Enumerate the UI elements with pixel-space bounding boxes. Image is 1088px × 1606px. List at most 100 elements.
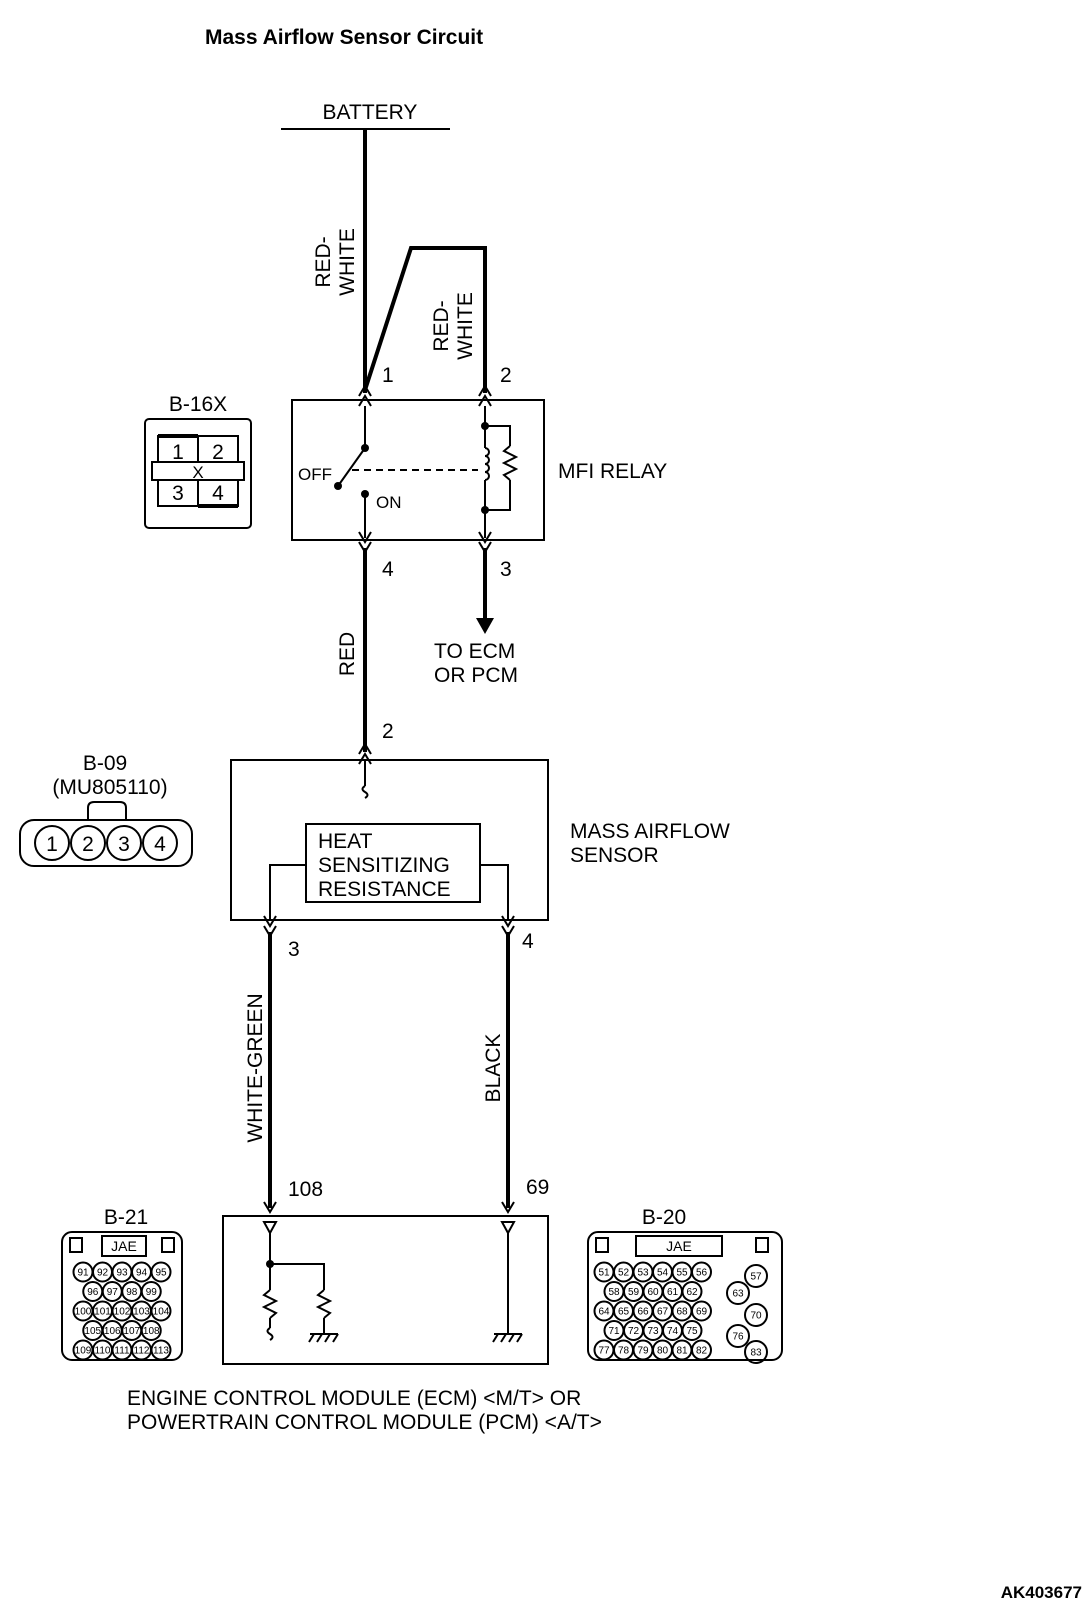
b20-pin-70: 70 [750,1311,762,1322]
resistance-label-2: SENSITIZING [318,854,450,877]
maf-label-1: MASS AIRFLOW [570,820,730,843]
b21-pin-113-circle [150,1339,172,1361]
b20-pin-63: 63 [732,1289,744,1300]
b20-pin-63-circle [726,1281,750,1305]
b20-pin-64: 64 [598,1307,610,1318]
wire-label-red-white-2b: WHITE [454,292,477,360]
wire-label-red-white-1b: WHITE [336,228,359,296]
b20-pin-76: 76 [732,1332,744,1343]
b16x-center-bar [151,461,245,481]
b20-pin-65: 65 [618,1307,630,1318]
wire-label-red: RED [336,632,359,676]
resistance-label-1: HEAT [318,830,373,853]
b20-pin-74: 74 [667,1326,679,1337]
relay-pivot [334,482,342,490]
b20-pin-83-circle [744,1340,768,1364]
diagram-title: Mass Airflow Sensor Circuit [205,26,483,49]
relay-coil [484,447,490,481]
b21-pin-104-circle [150,1300,172,1322]
to-ecm-arrow [476,618,494,634]
ground-symbol-left [308,1333,339,1343]
b20-pin-62-circle [681,1281,703,1302]
b20-pin-69: 69 [696,1307,708,1318]
b20-pin-82: 82 [696,1346,708,1357]
b21-pin-98: 98 [126,1287,138,1298]
b21-pin-91: 91 [77,1268,89,1279]
b21-pin-97: 97 [107,1287,119,1298]
b21-pin-100: 100 [75,1307,92,1318]
b21-pin-113: 113 [153,1346,169,1357]
wire-label-red-white-1a: RED- [312,236,335,287]
ecm-left-input-marker [262,1221,278,1236]
ecm-pin-69: 69 [526,1176,549,1199]
ecm-pin69-terminal [501,1201,515,1214]
b21-pin-102: 102 [114,1307,131,1318]
b21-pin-112: 112 [134,1346,150,1357]
b20-pin-75: 75 [686,1326,698,1337]
b21-pin-101: 101 [94,1307,111,1318]
wire-label-red-white-2a: RED- [430,300,453,351]
b20-pin-76-circle [726,1324,750,1348]
b21-pin-95-circle [150,1261,172,1283]
relay-off-label: OFF [298,465,332,484]
ecm-right-input-marker [500,1221,516,1236]
b09-pin-1: 1 [46,833,58,856]
b20-pin-52: 52 [618,1268,630,1279]
b09-part-number: (MU805110) [52,776,167,799]
b21-pin-99: 99 [146,1287,158,1298]
ecm-branch-lead [270,1263,325,1290]
b20-pin-68: 68 [676,1307,688,1318]
b21-pin-111: 111 [114,1346,130,1357]
b20-pin-54: 54 [657,1268,669,1279]
b16x-label: B-16X [169,393,227,416]
b20-pin-67: 67 [657,1307,669,1318]
relay-pin2-terminal [478,384,492,397]
b09-pin-2: 2 [82,833,94,856]
b20-pin-57-circle [744,1264,768,1288]
b21-label: B-21 [104,1206,148,1229]
b21-pin-94: 94 [136,1268,148,1279]
mfi-relay-box [291,399,545,541]
maf-resistance-left-lead [269,864,306,920]
wire-label-white-green: WHITE-GREEN [244,993,267,1142]
heat-sensitizing-resistance [305,823,481,903]
relay-pin-1: 1 [382,364,394,387]
b20-pin-66: 66 [637,1307,649,1318]
b16x-pin-3: 3 [172,482,184,505]
ecm-resistor-right [315,1289,333,1319]
b20-pin-56-circle [691,1261,712,1283]
b20-pin-72: 72 [628,1326,640,1337]
relay-coil-resistor [501,445,519,481]
b20-pin-56: 56 [696,1268,708,1279]
b09-pin-1-circle [34,825,70,861]
b21-pin-93: 93 [116,1268,128,1279]
b21-pin-95: 95 [155,1268,167,1279]
b09-pin-4-circle [142,825,178,861]
b20-label: B-20 [642,1206,686,1229]
relay-pin-4: 4 [382,558,394,581]
ecm-pin-108: 108 [288,1178,323,1201]
b09-latch [87,801,127,820]
b20-pin-78: 78 [618,1346,630,1357]
relay-pin3-terminal [478,531,492,544]
maf-resistance-right-lead [480,864,509,920]
b21-pin-92: 92 [97,1268,109,1279]
b20-pin-62: 62 [686,1287,698,1298]
ecm-box [222,1215,549,1365]
ground-symbol-right [492,1333,523,1343]
b20-pin-75-circle [681,1320,703,1341]
relay-resistor-lead-bottom [485,480,511,511]
b21-pin-105: 105 [84,1326,101,1337]
relay-on-label: ON [376,493,402,512]
b20-pin-60: 60 [647,1287,659,1298]
relay-pin2-terminal-inner [478,394,492,407]
b20-pin-53: 53 [637,1268,649,1279]
ecm-left-open-end [266,1327,274,1341]
b20-pin-57: 57 [750,1272,762,1283]
b09-pin-3: 3 [118,833,130,856]
b09-pin-3-circle [106,825,142,861]
b20-maker: JAE [666,1238,692,1254]
battery-label: BATTERY [323,101,418,124]
maf-pin3-terminal [263,915,277,928]
